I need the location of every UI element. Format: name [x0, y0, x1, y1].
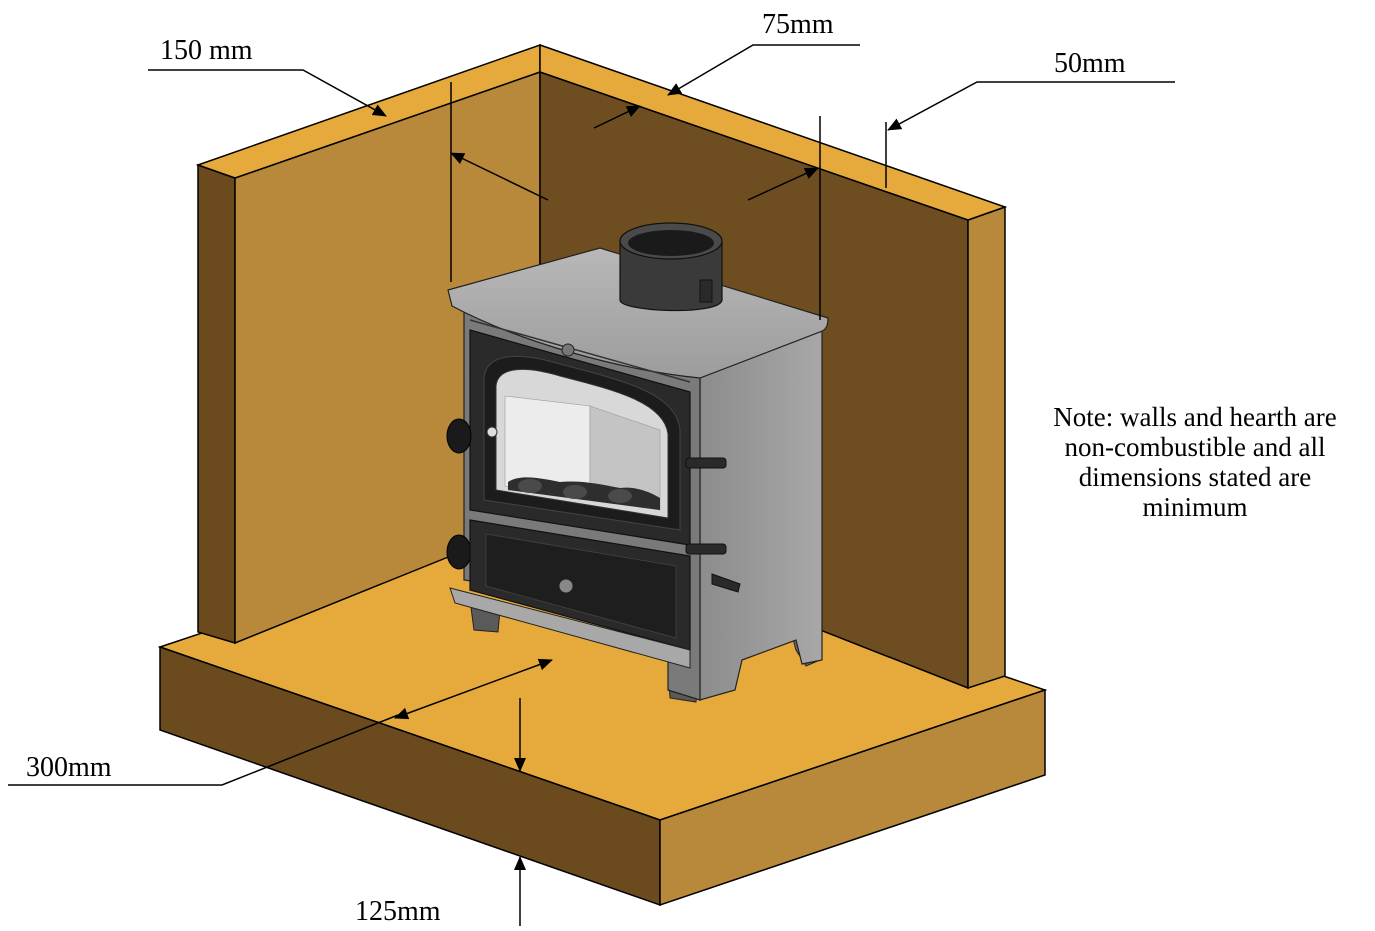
stove-upper-door	[469, 329, 727, 555]
dimension-lines	[8, 44, 1175, 926]
dim-75-arrow-a	[593, 105, 641, 129]
label-150mm: 150 mm	[160, 35, 253, 66]
door-handles	[446, 418, 498, 570]
hearth	[157, 519, 1048, 907]
dim-75-arrow-b	[747, 167, 819, 201]
right-wall-end-face	[967, 205, 1006, 690]
label-125mm: 125mm	[355, 896, 441, 927]
label-300mm: 300mm	[26, 752, 112, 783]
flue-collar	[619, 222, 723, 312]
left-wall-front-edge	[197, 163, 236, 645]
installation-note: Note: walls and hearth are non-combustib…	[1053, 402, 1337, 522]
wood-stove	[446, 222, 829, 703]
label-50mm: 50mm	[1054, 48, 1126, 79]
dim-150-leader	[148, 69, 387, 117]
dim-150-arrow	[450, 152, 549, 201]
back-wall-top	[539, 43, 1008, 221]
air-control-knob	[711, 573, 741, 593]
dim-75-leader	[667, 44, 860, 96]
dim-50-leader	[887, 81, 1175, 131]
dim-300-leader	[8, 714, 399, 786]
stove-ash-door	[469, 519, 691, 651]
stove-side-panel	[699, 323, 823, 701]
label-75mm: 75mm	[762, 9, 834, 40]
hearth-right-face	[659, 688, 1046, 907]
stove-ashlip	[449, 587, 691, 669]
dim-300-arrow	[394, 658, 553, 720]
